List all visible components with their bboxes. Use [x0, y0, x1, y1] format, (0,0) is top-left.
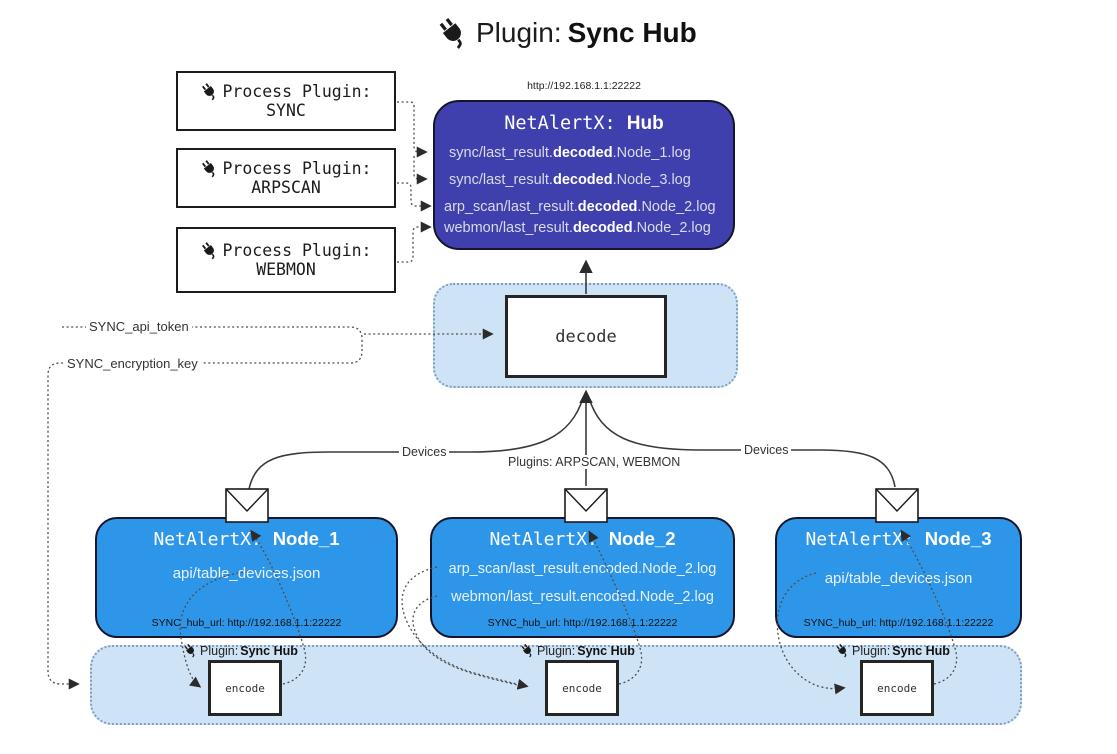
devices-left-label: Devices — [399, 445, 450, 459]
devices-right-label: Devices — [741, 443, 792, 457]
node-title: NetAlertX: Node_2 — [489, 528, 676, 550]
sync-encryption-key-label: SYNC_encryption_key — [64, 356, 201, 371]
arpscan-to-hub-line — [397, 182, 432, 212]
encode-box: encode — [208, 660, 282, 716]
plug-icon — [200, 241, 220, 260]
sync-to-hub-line2 — [413, 156, 428, 185]
process-plugin-label: Process Plugin: — [222, 241, 372, 260]
process-plugin-name: SYNC — [266, 101, 306, 120]
page-title: Plugin: Sync Hub — [436, 16, 697, 50]
hub-title: NetAlertX: Hub — [435, 113, 733, 135]
plugins-center-label: Plugins: ARPSCAN, WEBMON — [505, 455, 684, 469]
plug-icon — [835, 643, 850, 658]
sync-to-hub-line1 — [397, 101, 428, 158]
encode-box: encode — [860, 660, 934, 716]
process-plugin-box-arpscan: Process Plugin: ARPSCAN — [176, 148, 396, 208]
node-hub-url: SYNC_hub_url: http://192.168.1.1:22222 — [151, 617, 342, 629]
encode-label: encode — [562, 681, 602, 695]
hub-title-name: Hub — [626, 113, 664, 134]
webmon-to-hub-line — [397, 221, 432, 263]
node-hub-url: SYNC_hub_url: http://192.168.1.1:22222 — [803, 617, 994, 629]
decode-label: decode — [555, 326, 617, 347]
node-hub-url: SYNC_hub_url: http://192.168.1.1:22222 — [487, 617, 678, 629]
hub-title-prefix: NetAlertX: — [504, 113, 627, 134]
node3-box: NetAlertX: Node_3 api/table_devices.json… — [775, 517, 1022, 638]
plug-icon — [436, 16, 470, 50]
node1-devices-curve — [248, 397, 584, 490]
process-plugin-box-webmon: Process Plugin: WEBMON — [176, 227, 396, 293]
node1-box: NetAlertX: Node_1 api/table_devices.json… — [95, 517, 398, 638]
plug-icon — [183, 643, 198, 658]
node-file: webmon/last_result.encoded.Node_2.log — [451, 589, 714, 605]
hub-url: http://192.168.1.1:22222 — [527, 80, 641, 92]
node-file: api/table_devices.json — [824, 570, 973, 587]
process-plugin-box-sync: Process Plugin: SYNC — [176, 71, 396, 131]
encode-plugin-label: Plugin: Sync Hub — [183, 643, 298, 658]
process-plugin-label: Process Plugin: — [222, 82, 372, 101]
node-title: NetAlertX: Node_3 — [805, 528, 992, 550]
process-plugin-label: Process Plugin: — [222, 159, 372, 178]
hub-box: NetAlertX: Hub sync/last_result.decoded.… — [433, 100, 735, 250]
hub-log-line: sync/last_result.decoded.Node_3.log — [449, 172, 691, 188]
hub-log-line: webmon/last_result.decoded.Node_2.log — [444, 220, 711, 236]
plug-icon — [200, 159, 220, 178]
plug-icon — [520, 643, 535, 658]
encode-plugin-label: Plugin: Sync Hub — [835, 643, 950, 658]
encode-plugin-label: Plugin: Sync Hub — [520, 643, 635, 658]
encode-label: encode — [225, 681, 265, 695]
hub-log-line: arp_scan/last_result.decoded.Node_2.log — [444, 199, 716, 215]
node-file: api/table_devices.json — [172, 565, 321, 582]
node2-box: NetAlertX: Node_2 arp_scan/last_result.e… — [430, 517, 735, 638]
sync-api-token-label: SYNC_api_token — [86, 319, 192, 334]
process-plugin-name: WEBMON — [256, 260, 316, 279]
plug-icon — [200, 82, 220, 101]
encode-label: encode — [877, 681, 917, 695]
hub-log-line: sync/last_result.decoded.Node_1.log — [449, 145, 691, 161]
node-title: NetAlertX: Node_1 — [153, 528, 340, 550]
title-prefix: Plugin: — [476, 17, 562, 48]
process-plugin-name: ARPSCAN — [251, 178, 321, 197]
encode-box: encode — [545, 660, 619, 716]
title-name: Sync Hub — [567, 17, 697, 48]
decode-box: decode — [505, 295, 667, 378]
node-file: arp_scan/last_result.encoded.Node_2.log — [448, 561, 717, 577]
